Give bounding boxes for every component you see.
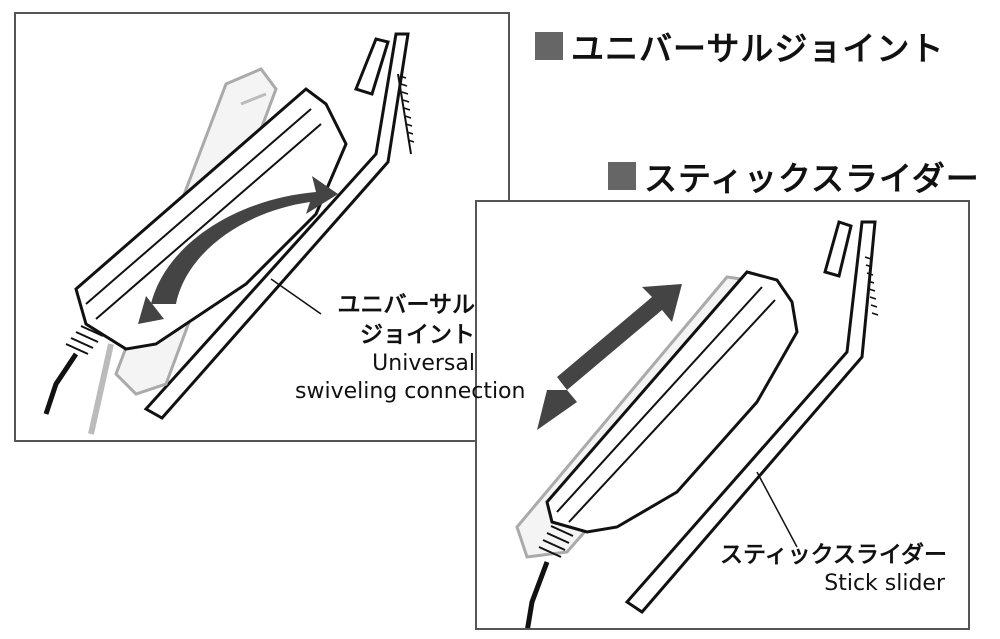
- stick-slider-heading-text: スティックスライダー: [644, 159, 980, 198]
- stick-body: [545, 270, 799, 534]
- mount-rail: [143, 32, 412, 420]
- universal-joint-jp-line1: ユニバーサル: [337, 292, 475, 318]
- universal-joint-illustration: [43, 32, 415, 435]
- rail-teeth: [864, 256, 879, 316]
- universal-joint-heading-text: ユニバーサルジョイント: [571, 29, 945, 68]
- stick-slider-callout: スティックスライダー Stick slider: [720, 540, 948, 598]
- cable-teeth: [538, 525, 574, 558]
- stick-body: [74, 87, 348, 351]
- cable: [525, 561, 550, 628]
- universal-joint-en-line2: swiveling connection: [295, 379, 526, 404]
- universal-joint-heading: ユニバーサルジョイント: [535, 22, 944, 70]
- rail-teeth: [399, 75, 415, 143]
- heading-square-icon: [535, 32, 563, 60]
- stick-slider-illustration: [515, 220, 879, 628]
- mount-rail: [624, 220, 877, 614]
- universal-joint-leader-line: [270, 278, 322, 315]
- stick-slider-panel: [475, 200, 970, 630]
- stick-slider-en: Stick slider: [824, 571, 945, 596]
- heading-square-icon: [608, 162, 636, 190]
- stick-slider-jp: スティックスライダー: [720, 542, 948, 568]
- stick-slider-leader-line: [756, 471, 798, 548]
- swivel-arrow-icon: [138, 176, 338, 324]
- universal-joint-panel: [14, 12, 510, 442]
- universal-joint-callout: ユニバーサル ジョイント Universal swiveling connect…: [295, 290, 526, 406]
- universal-joint-en-line1: Universal: [372, 351, 475, 376]
- slide-arrow-icon: [537, 284, 682, 430]
- cable: [43, 352, 79, 415]
- stick-slider-heading: スティックスライダー: [608, 152, 980, 200]
- cable-teeth: [65, 325, 104, 355]
- universal-joint-jp-line2: ジョイント: [360, 322, 475, 348]
